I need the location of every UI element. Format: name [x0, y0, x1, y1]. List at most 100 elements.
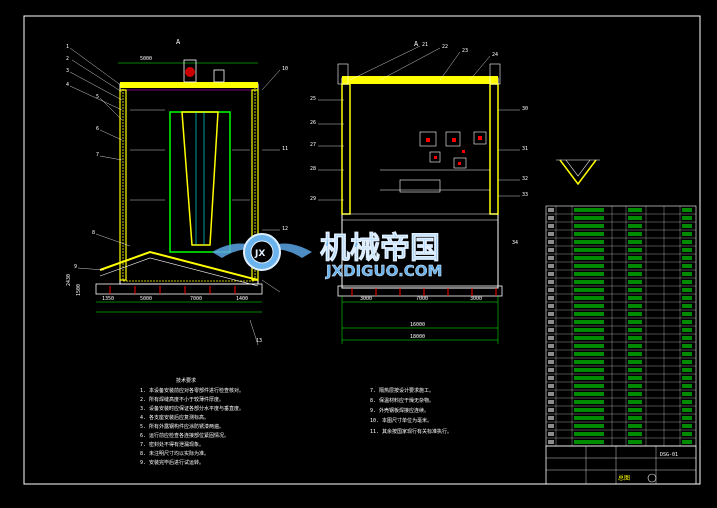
table-cell-text	[548, 440, 554, 444]
note-right-4: 10. 本图尺寸单位为毫米。	[370, 417, 432, 424]
left-leader-3: 3	[66, 68, 69, 74]
table-cell-text	[628, 344, 642, 348]
table-cell-text	[628, 304, 642, 308]
left-dim-a: 1350	[102, 296, 114, 302]
table-cell-text	[682, 280, 692, 284]
right-dim-total-1: 16000	[410, 322, 425, 328]
table-cell-text	[682, 232, 692, 236]
table-cell-text	[548, 224, 554, 228]
left-leader-4: 4	[66, 82, 69, 88]
table-cell-text	[628, 328, 642, 332]
table-cell-text	[628, 376, 642, 380]
table-cell-text	[574, 344, 604, 348]
table-cell-text	[574, 376, 604, 380]
table-cell-text	[574, 296, 604, 300]
table-cell-text	[548, 232, 554, 236]
table-cell-text	[548, 360, 554, 364]
table-cell-text	[682, 256, 692, 260]
table-cell-text	[548, 392, 554, 396]
left-side-dim-a: 2430	[66, 274, 72, 286]
table-cell-text	[574, 384, 604, 388]
table-cell-text	[574, 320, 604, 324]
left-elevation-view: A 5000	[66, 38, 288, 346]
table-cell-text	[628, 272, 642, 276]
right-leader-27: 27	[310, 142, 316, 148]
table-cell-text	[574, 264, 604, 268]
table-cell-text	[682, 432, 692, 436]
detail-view	[556, 159, 600, 186]
table-cell-text	[574, 256, 604, 260]
right-leader-22: 22	[442, 44, 448, 50]
table-cell-text	[548, 328, 554, 332]
table-cell-text	[682, 296, 692, 300]
table-cell-text	[548, 416, 554, 420]
left-leader-2: 2	[66, 56, 69, 62]
right-leader-30: 30	[522, 106, 528, 112]
table-cell-text	[682, 320, 692, 324]
table-cell-text	[548, 408, 554, 412]
table-cell-text	[548, 216, 554, 220]
table-cell-text	[548, 376, 554, 380]
note-left-8: 8. 未注明尺寸均以实际为准。	[140, 450, 209, 457]
left-dim-d: 1400	[236, 296, 248, 302]
table-cell-text	[548, 304, 554, 308]
table-cell-text	[574, 240, 604, 244]
table-cell-text	[548, 320, 554, 324]
table-cell-text	[548, 424, 554, 428]
left-leader-10: 10	[282, 66, 288, 72]
note-right-3: 9. 外壳钢板焊接应连续。	[370, 407, 429, 414]
right-leader-23: 23	[462, 48, 468, 54]
table-cell-text	[574, 304, 604, 308]
table-cell-text	[682, 352, 692, 356]
table-cell-text	[682, 216, 692, 220]
note-right-1: 7. 隔热层按设计要求施工。	[370, 387, 434, 394]
table-cell-text	[628, 352, 642, 356]
table-cell-text	[628, 408, 642, 412]
right-leader-26: 26	[310, 120, 316, 126]
table-cell-text	[682, 360, 692, 364]
table-cell-text	[574, 416, 604, 420]
note-left-9: 9. 安装完毕后进行试运转。	[140, 459, 204, 466]
note-right-2: 8. 保温材料应干燥无杂物。	[370, 397, 434, 404]
title-block: 总图 DSG-01	[545, 445, 697, 485]
table-cell-text	[574, 424, 604, 428]
right-leader-29: 29	[310, 196, 316, 202]
table-cell-text	[682, 384, 692, 388]
table-cell-text	[548, 384, 554, 388]
table-cell-text	[548, 344, 554, 348]
table-cell-text	[548, 432, 554, 436]
table-cell-text	[628, 248, 642, 252]
table-cell-text	[548, 312, 554, 316]
table-cell-text	[574, 392, 604, 396]
table-cell-text	[682, 424, 692, 428]
table-cell-text	[682, 368, 692, 372]
left-view-label: A	[176, 38, 181, 46]
table-cell-text	[682, 336, 692, 340]
right-leader-24: 24	[492, 52, 498, 58]
table-cell-text	[628, 312, 642, 316]
title-block-drawing-no: DSG-01	[660, 452, 678, 458]
table-cell-text	[574, 208, 604, 212]
table-cell-text	[628, 288, 642, 292]
note-left-5: 5. 所有外露钢构件应涂防锈漆两遍。	[140, 423, 224, 430]
table-cell-text	[628, 280, 642, 284]
table-cell-text	[682, 208, 692, 212]
table-cell-text	[682, 416, 692, 420]
table-cell-text	[574, 224, 604, 228]
table-cell-text	[628, 240, 642, 244]
table-cell-text	[628, 384, 642, 388]
table-cell-text	[682, 400, 692, 404]
right-section-view: A	[310, 40, 528, 344]
table-cell-text	[548, 400, 554, 404]
table-cell-text	[682, 408, 692, 412]
left-leader-1: 1	[66, 44, 69, 50]
left-leader-8: 8	[92, 230, 95, 236]
watermark-logo-letters: JX	[254, 249, 265, 259]
table-cell-text	[548, 288, 554, 292]
left-leader-9: 9	[74, 264, 77, 270]
table-cell-text	[682, 248, 692, 252]
table-cell-text	[628, 216, 642, 220]
table-cell-text	[628, 232, 642, 236]
note-left-3: 3. 设备安装时应保证各部分水平度与垂直度。	[140, 405, 244, 412]
